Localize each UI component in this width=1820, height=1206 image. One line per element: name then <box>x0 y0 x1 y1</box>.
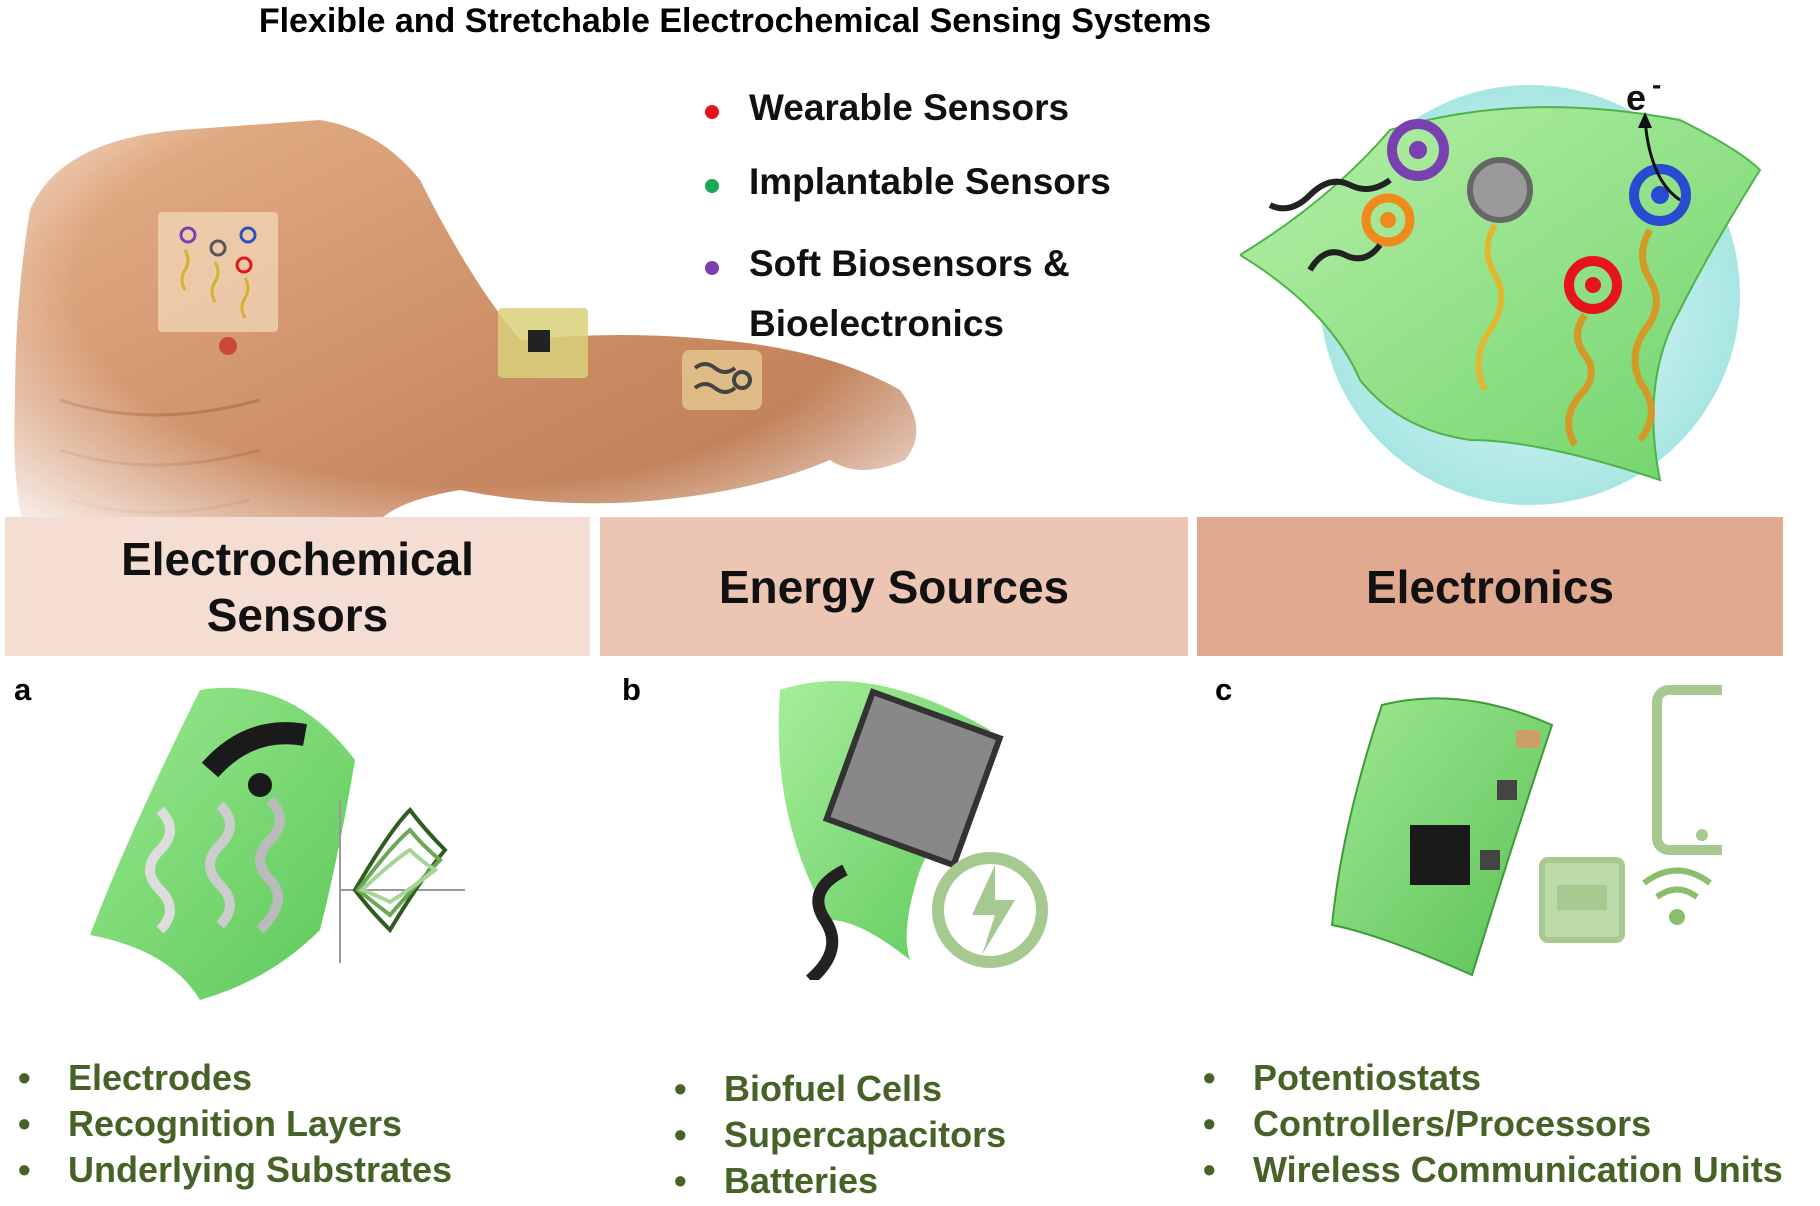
heading-line1: Electronics <box>1366 560 1614 613</box>
legend-dot-red <box>705 105 719 119</box>
panel-letter-b: b <box>622 672 641 707</box>
heading-line2: Sensors <box>206 588 389 641</box>
electrochemical-sensor-illustration <box>90 687 465 1000</box>
bullet-text: Electrodes <box>68 1057 253 1098</box>
section-heading-sensors: Electrochemical Sensors <box>5 517 590 656</box>
bullet-text: Recognition Layers <box>68 1103 403 1144</box>
bullet-glyph: • <box>18 1057 31 1098</box>
legend-dot-green <box>705 179 719 193</box>
electron-label: e <box>1626 80 1646 118</box>
bullet-glyph: • <box>18 1103 31 1144</box>
legend-label: Implantable Sensors <box>749 161 1111 202</box>
legend-dot-purple <box>705 261 719 275</box>
electron-superscript: - <box>1652 80 1661 100</box>
human-torso-illustration <box>0 100 940 570</box>
bullet-text: Wireless Communication Units <box>1253 1149 1783 1190</box>
bullet-text: Underlying Substrates <box>68 1149 453 1190</box>
section-heading-electronics: Electronics <box>1197 517 1783 656</box>
bullet-text: Supercapacitors <box>724 1114 1007 1155</box>
heading-line1: Electrochemical <box>121 532 474 585</box>
bullet-glyph: • <box>674 1068 687 1109</box>
bullet-glyph: • <box>1203 1103 1216 1144</box>
panel-letter-a: a <box>14 672 32 707</box>
section-heading-energy: Energy Sources <box>600 517 1188 656</box>
legend-label: Soft Biosensors & <box>749 243 1070 284</box>
legend-label-line2: Bioelectronics <box>749 303 1004 344</box>
bullet-glyph: • <box>18 1149 31 1190</box>
bullet-text: Potentiostats <box>1253 1057 1482 1098</box>
electronics-illustration <box>1330 685 1722 977</box>
bullet-text: Biofuel Cells <box>724 1068 943 1109</box>
bullet-glyph: • <box>1203 1057 1216 1098</box>
bullet-glyph: • <box>674 1160 687 1201</box>
bullet-glyph: • <box>674 1114 687 1155</box>
bullet-glyph: • <box>1203 1149 1216 1190</box>
soft-film-illustration: e - <box>1240 80 1762 505</box>
bullet-text: Batteries <box>724 1160 879 1201</box>
heading-line1: Energy Sources <box>718 560 1070 613</box>
figure-title: Flexible and Stretchable Electrochemical… <box>258 2 1212 40</box>
legend-label: Wearable Sensors <box>749 87 1070 128</box>
bullet-text: Controllers/Processors <box>1253 1103 1652 1144</box>
panel-letter-c: c <box>1215 672 1233 707</box>
energy-source-illustration <box>778 681 1048 980</box>
